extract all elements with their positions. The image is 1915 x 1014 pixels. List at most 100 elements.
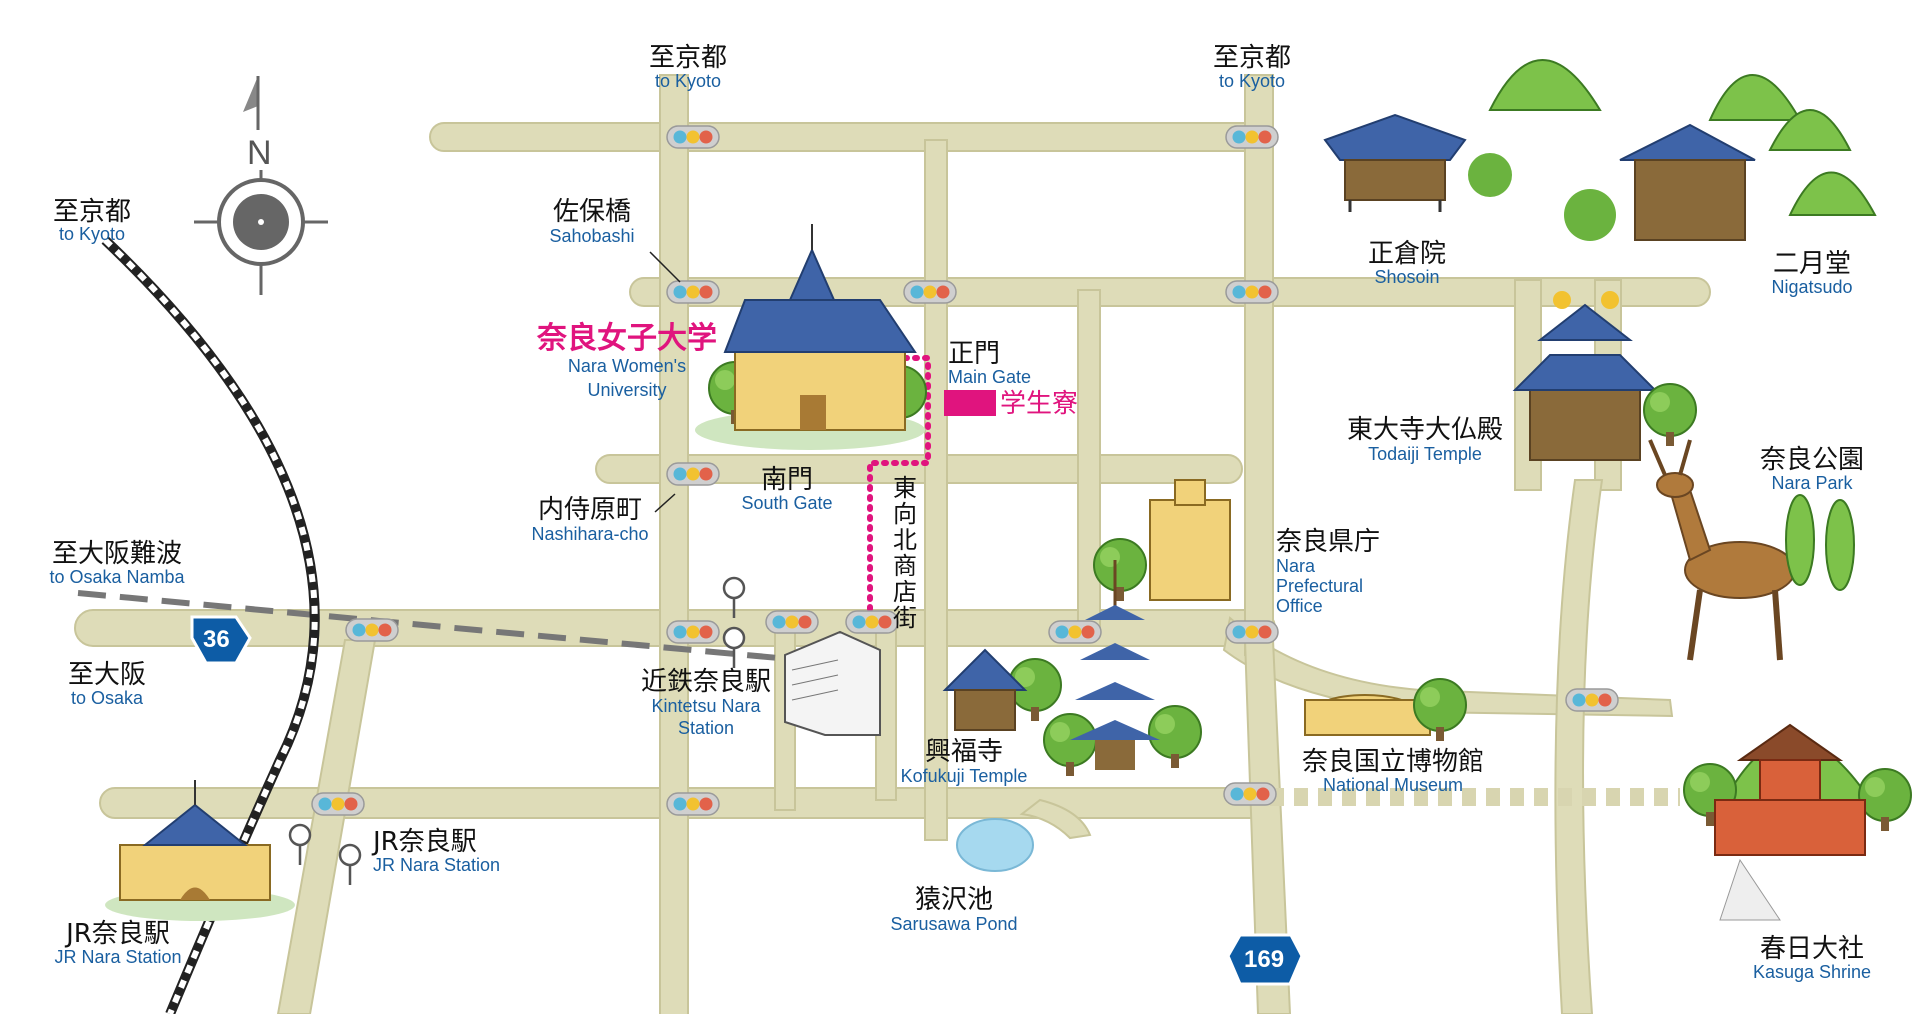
street-char: 東 bbox=[893, 474, 917, 502]
dormitory-marker bbox=[944, 390, 996, 416]
mountains-illustration bbox=[1488, 59, 1877, 216]
label-todaiji: 東大寺大仏殿 Todaiji Temple bbox=[1347, 415, 1503, 464]
prefectural-en-line1: Nara bbox=[1276, 556, 1316, 576]
kofukuji-en: Kofukuji Temple bbox=[901, 766, 1028, 786]
label-university: 奈良女子大学 Nara Women's University bbox=[536, 321, 717, 400]
label-nigatsudo: 二月堂 Nigatsudo bbox=[1771, 249, 1852, 297]
north-label: N bbox=[247, 134, 272, 172]
label-jr-station-2: JR奈良駅 JR Nara Station bbox=[54, 919, 181, 967]
label-sarusawa: 猿沢池 Sarusawa Pond bbox=[890, 885, 1017, 934]
nashihara-jp: 内侍原町 bbox=[538, 495, 642, 525]
todaiji-en: Todaiji Temple bbox=[1368, 444, 1482, 464]
to-kyoto-jp: 至京都 bbox=[649, 43, 727, 73]
south-gate-en: South Gate bbox=[741, 493, 832, 513]
nashihara-en: Nashihara-cho bbox=[531, 524, 648, 544]
nara-park-en: Nara Park bbox=[1771, 473, 1853, 493]
label-to-kyoto-3: 至京都 to Kyoto bbox=[53, 197, 131, 244]
kintetsu-line bbox=[77, 590, 801, 663]
kasuga-en: Kasuga Shrine bbox=[1753, 962, 1871, 982]
shosoin-en: Shosoin bbox=[1374, 267, 1439, 287]
label-to-kyoto-1: 至京都 to Kyoto bbox=[649, 43, 727, 91]
label-kofukuji: 興福寺 Kofukuji Temple bbox=[901, 737, 1028, 786]
walking-route bbox=[867, 355, 931, 625]
to-osaka-en: to Osaka bbox=[71, 688, 144, 708]
route-36-number: 36 bbox=[203, 626, 230, 653]
to-kyoto-en: to Kyoto bbox=[59, 224, 125, 244]
nigatsudo-jp: 二月堂 bbox=[1773, 249, 1851, 279]
jr-station-jp: JR奈良駅 bbox=[371, 827, 477, 857]
compass-icon bbox=[194, 76, 328, 295]
sarusawa-en: Sarusawa Pond bbox=[890, 914, 1017, 934]
kofukuji-jp: 興福寺 bbox=[925, 737, 1003, 767]
nigatsudo-en: Nigatsudo bbox=[1771, 277, 1852, 297]
todaiji-jp: 東大寺大仏殿 bbox=[1347, 415, 1503, 445]
dormitory-label: 学生寮 bbox=[1000, 389, 1078, 419]
museum-jp: 奈良国立博物館 bbox=[1302, 747, 1484, 777]
to-kyoto-jp: 至京都 bbox=[1213, 43, 1291, 73]
kasuga-jp: 春日大社 bbox=[1760, 934, 1864, 964]
label-main-gate: 正門 Main Gate bbox=[948, 339, 1031, 387]
route-169-sign: 169 bbox=[1226, 933, 1304, 986]
sahobashi-jp: 佐保橋 bbox=[553, 197, 631, 227]
sahobashi-en: Sahobashi bbox=[549, 226, 634, 246]
shosoin-illustration bbox=[1323, 113, 1512, 212]
kofukuji-illustration bbox=[942, 560, 1202, 777]
university-building-illustration bbox=[695, 224, 927, 450]
kasuga-shrine-illustration bbox=[1683, 723, 1912, 921]
to-kyoto-en: to Kyoto bbox=[1219, 71, 1285, 91]
street-char: 向 bbox=[893, 500, 917, 528]
to-osaka-jp: 至大阪 bbox=[68, 660, 146, 690]
jr-station-jp: JR奈良駅 bbox=[64, 919, 170, 949]
main-gate-jp: 正門 bbox=[948, 339, 1000, 369]
label-to-osaka: 至大阪 to Osaka bbox=[68, 660, 146, 708]
prefectural-en-line2: Prefectural bbox=[1276, 576, 1363, 596]
label-kasuga-shrine: 春日大社 Kasuga Shrine bbox=[1753, 934, 1871, 982]
prefectural-jp: 奈良県庁 bbox=[1276, 527, 1380, 557]
university-jp: 奈良女子大学 bbox=[536, 321, 717, 356]
label-kintetsu-station: 近鉄奈良駅 Kintetsu Nara Station bbox=[641, 667, 771, 738]
street-char: 店 bbox=[893, 578, 917, 606]
kintetsu-station-building-illustration bbox=[784, 630, 881, 736]
kintetsu-en-line1: Kintetsu Nara bbox=[651, 696, 761, 716]
nigatsudo-illustration bbox=[1564, 123, 1756, 241]
label-sahobashi: 佐保橋 Sahobashi bbox=[549, 197, 634, 246]
to-osaka-namba-jp: 至大阪難波 bbox=[52, 539, 182, 569]
to-osaka-namba-en: to Osaka Namba bbox=[49, 567, 185, 587]
label-to-osaka-namba: 至大阪難波 to Osaka Namba bbox=[49, 539, 185, 587]
museum-en: National Museum bbox=[1323, 775, 1463, 795]
label-higashimuki-street: 東 向 北 商 店 街 bbox=[893, 474, 917, 632]
label-to-kyoto-2: 至京都 to Kyoto bbox=[1213, 43, 1291, 91]
south-gate-jp: 南門 bbox=[761, 465, 813, 495]
kintetsu-jp: 近鉄奈良駅 bbox=[641, 667, 771, 697]
label-nashihara: 内侍原町 Nashihara-cho bbox=[531, 495, 648, 544]
nara-park-jp: 奈良公園 bbox=[1760, 445, 1864, 475]
street-char: 商 bbox=[893, 552, 917, 580]
university-en-line2: University bbox=[587, 380, 666, 400]
route-36-sign: 36 bbox=[190, 615, 252, 665]
prefectural-en-line3: Office bbox=[1276, 596, 1323, 616]
national-museum-illustration bbox=[1304, 678, 1467, 742]
jr-station-en: JR Nara Station bbox=[373, 855, 500, 875]
to-kyoto-en: to Kyoto bbox=[655, 71, 721, 91]
todaiji-illustration bbox=[1512, 291, 1697, 461]
jr-station-en: JR Nara Station bbox=[54, 947, 181, 967]
label-national-museum: 奈良国立博物館 National Museum bbox=[1302, 747, 1484, 795]
university-en-line1: Nara Women's bbox=[568, 356, 686, 376]
prefectural-office-illustration bbox=[1093, 479, 1231, 602]
sarusawa-pond bbox=[956, 818, 1034, 872]
label-nara-park: 奈良公園 Nara Park bbox=[1760, 445, 1864, 493]
label-shosoin: 正倉院 Shosoin bbox=[1368, 239, 1446, 287]
label-south-gate: 南門 South Gate bbox=[741, 465, 832, 513]
route-169-number: 169 bbox=[1244, 946, 1284, 973]
street-char: 北 bbox=[893, 526, 917, 554]
label-jr-station-1: JR奈良駅 JR Nara Station bbox=[371, 827, 500, 875]
street-char: 街 bbox=[893, 604, 917, 632]
kintetsu-en-line2: Station bbox=[678, 718, 734, 738]
to-kyoto-jp: 至京都 bbox=[53, 197, 131, 227]
deer-illustration bbox=[1648, 439, 1855, 661]
main-gate-en: Main Gate bbox=[948, 367, 1031, 387]
shosoin-jp: 正倉院 bbox=[1368, 239, 1446, 269]
label-prefectural-office: 奈良県庁 Nara Prefectural Office bbox=[1276, 527, 1380, 616]
sarusawa-jp: 猿沢池 bbox=[915, 885, 993, 915]
